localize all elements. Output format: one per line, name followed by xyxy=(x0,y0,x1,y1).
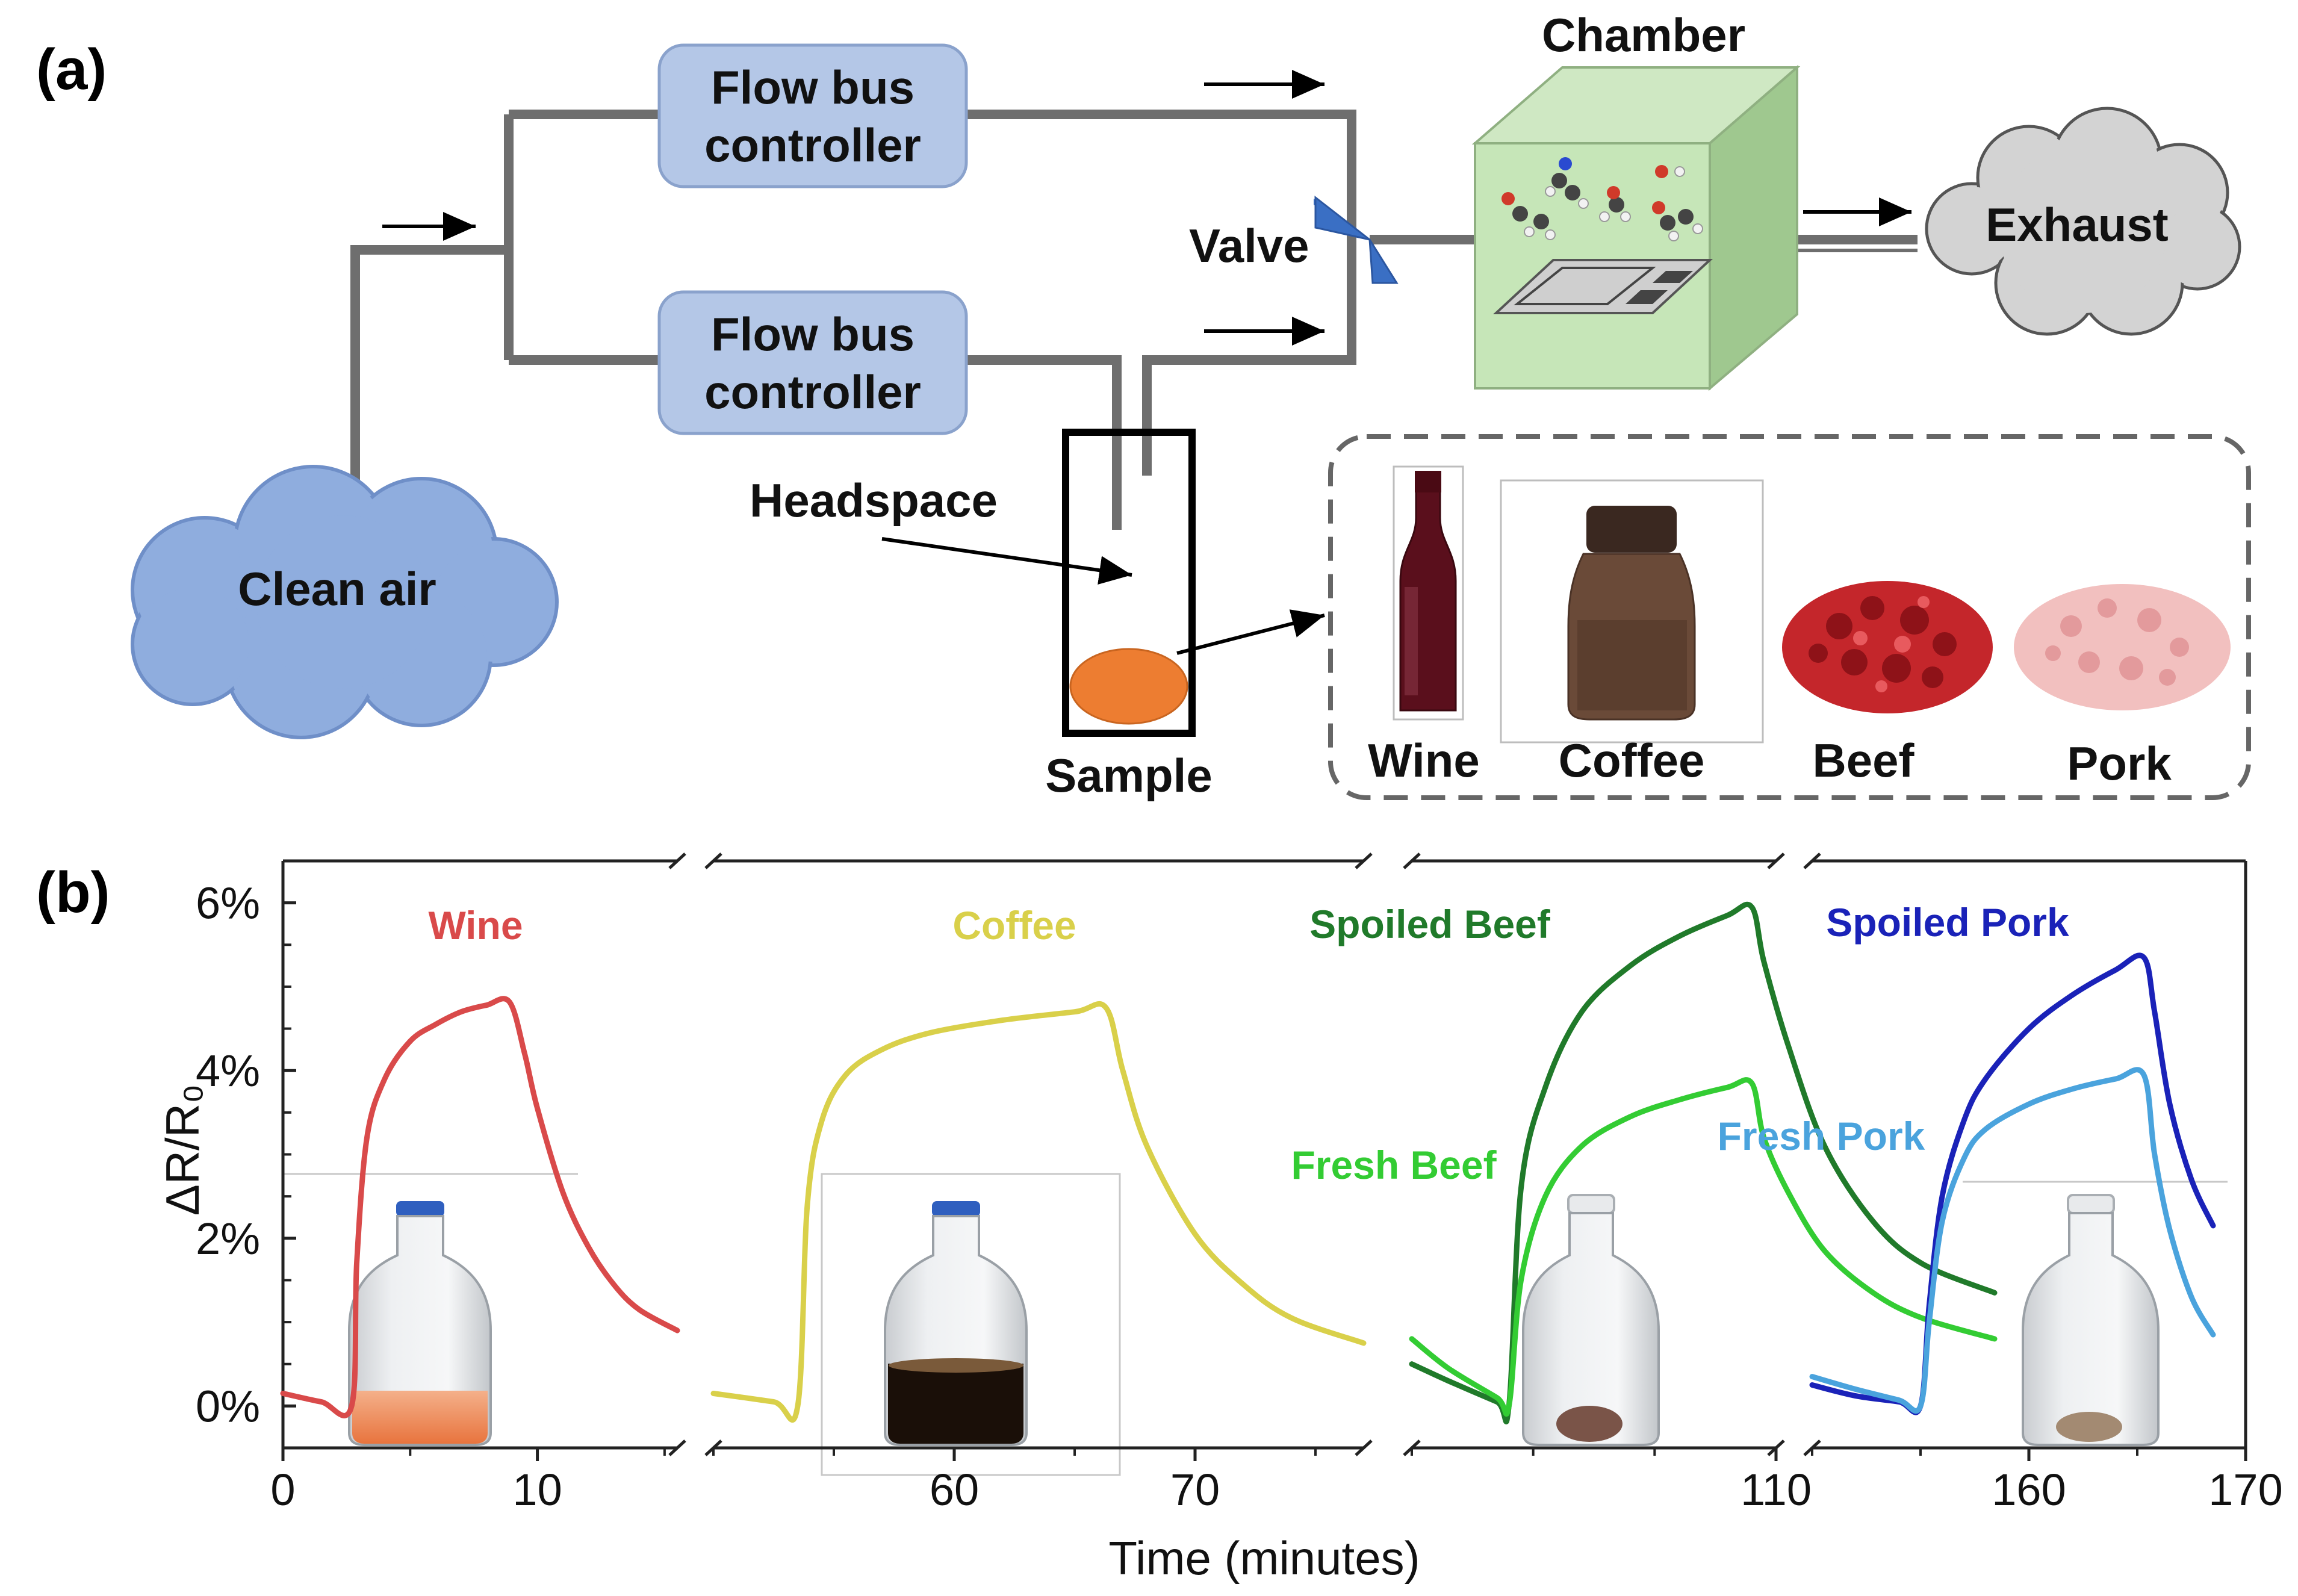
sample-vial xyxy=(1062,429,1196,737)
series-label-coffee: Coffee xyxy=(952,903,1076,948)
clean-air-label: Clean air xyxy=(238,562,436,615)
controller-bottom-line1: Flow bus xyxy=(711,308,915,361)
headspace-arrow xyxy=(881,537,1132,585)
sample-name-wine: Wine xyxy=(1368,734,1480,787)
wine-bottle-icon xyxy=(1393,465,1464,721)
panel-b: (b) xyxy=(36,852,2283,1585)
x-tick-label: 170 xyxy=(2208,1465,2282,1515)
y-tick-label: 0% xyxy=(196,1381,260,1431)
pork-icon xyxy=(2014,584,2231,710)
coffee-sample-bottle-icon xyxy=(884,1201,1028,1446)
sensor-chip-icon xyxy=(1492,259,1713,314)
samples-box xyxy=(1328,434,2251,800)
sample-disc xyxy=(1069,648,1188,725)
series-lines xyxy=(280,901,2216,1424)
valve-icon xyxy=(1314,195,1399,284)
y-tick-label: 4% xyxy=(196,1046,260,1096)
controller-bottom-line2: controller xyxy=(704,365,921,418)
y-tick-label: 2% xyxy=(196,1214,260,1264)
series-label-spoiled-pork: Spoiled Pork xyxy=(1826,900,2069,945)
panel-a-label: (a) xyxy=(36,37,107,102)
series-label-spoiled-beef: Spoiled Beef xyxy=(1309,902,1551,946)
y-tick-label: 6% xyxy=(196,878,260,928)
x-tick-label: 110 xyxy=(1741,1465,1812,1515)
y-axis: 0% 2% 4% 6% xyxy=(196,860,296,1449)
series-label-fresh-pork: Fresh Pork xyxy=(1718,1114,1925,1158)
beef-sample-bottle-icon xyxy=(1522,1194,1660,1446)
molecule-icons xyxy=(1501,157,1703,241)
series-line-wine xyxy=(280,996,680,1418)
sample-name-beef: Beef xyxy=(1812,734,1914,787)
exhaust-cloud: Exhaust xyxy=(1925,107,2241,336)
x-tick-label: 0 xyxy=(270,1465,295,1515)
x-axis: 0 10 60 70 110 160 170 xyxy=(270,1448,2283,1515)
flow-arrows xyxy=(382,70,1911,346)
valve-label: Valve xyxy=(1189,219,1309,272)
series-line-spoiled-beef xyxy=(1409,901,1998,1424)
controller-top-line2: controller xyxy=(704,119,921,172)
sample-name-coffee: Coffee xyxy=(1559,734,1705,787)
x-tick-label: 160 xyxy=(1992,1465,2066,1515)
wine-sample-bottle-icon xyxy=(348,1201,492,1446)
series-label-wine: Wine xyxy=(428,903,523,948)
controller-top-line1: Flow bus xyxy=(711,61,915,114)
clean-air-cloud: Clean air xyxy=(131,465,559,739)
panel-a: (a) xyxy=(36,8,2251,802)
coffee-jar-icon xyxy=(1500,479,1764,744)
series-line-fresh-beef xyxy=(1409,1077,1998,1417)
x-tick-label: 10 xyxy=(512,1465,562,1515)
gas-lines xyxy=(350,110,1918,530)
chamber xyxy=(1471,64,1801,391)
sample-arrow xyxy=(1176,609,1325,655)
beef-icon xyxy=(1782,581,1993,713)
x-tick-label: 70 xyxy=(1170,1465,1220,1515)
x-tick-label: 60 xyxy=(930,1465,979,1515)
chamber-label: Chamber xyxy=(1542,8,1745,61)
panel-b-label: (b) xyxy=(36,860,110,925)
series-line-coffee xyxy=(710,1001,1367,1423)
headspace-label: Headspace xyxy=(750,474,998,527)
series-line-fresh-pork xyxy=(1809,1067,2216,1414)
flow-controller-bottom: Flow bus controller xyxy=(657,290,968,435)
x-axis-title: Time (minutes) xyxy=(1108,1532,1420,1585)
y-axis-title: ΔR/R₀ xyxy=(156,1084,209,1216)
flow-controller-top: Flow bus controller xyxy=(657,43,968,188)
sample-label: Sample xyxy=(1045,749,1212,802)
inset-bottles xyxy=(283,1173,2228,1476)
series-label-fresh-beef: Fresh Beef xyxy=(1291,1143,1497,1187)
pork-sample-bottle-icon xyxy=(2022,1194,2160,1446)
sample-name-pork: Pork xyxy=(2067,737,2172,790)
exhaust-label: Exhaust xyxy=(1986,198,2168,251)
